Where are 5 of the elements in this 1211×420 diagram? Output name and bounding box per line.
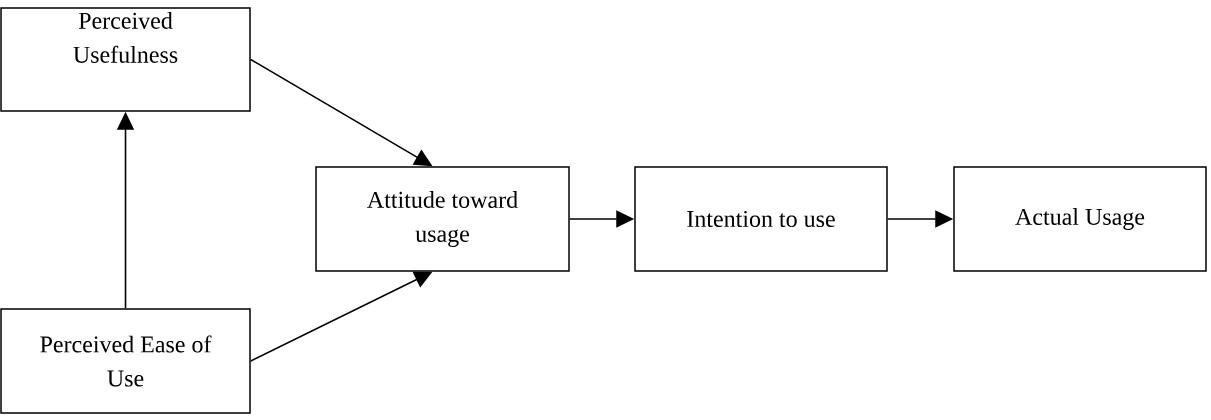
process-box: Intention to use — [634, 166, 888, 272]
process-box: Attitude toward usage — [315, 166, 570, 272]
process-box: Perceived Usefulness — [0, 7, 251, 112]
process-box: Actual Usage — [953, 166, 1207, 272]
process-box: Perceived Ease of Use — [0, 308, 251, 414]
